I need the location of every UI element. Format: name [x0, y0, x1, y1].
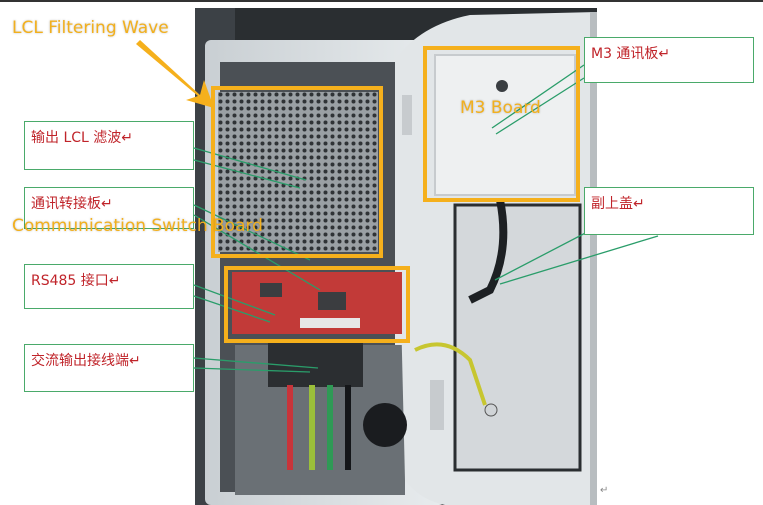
label-communication-switch-board: Communication Switch Board: [12, 216, 263, 236]
label-lcl-filtering-wave: LCL Filtering Wave: [12, 18, 169, 38]
hinge-bottom: [430, 380, 444, 430]
cable-gland: [363, 403, 407, 447]
line-m3-2: [495, 77, 585, 135]
m3-board-cover: [434, 54, 576, 196]
ground-wire: [414, 342, 487, 406]
callout-secondary-top-cover: 副上盖↵: [584, 187, 754, 235]
text-cursor-mark: ↵: [600, 485, 609, 496]
line-rs485-1: [193, 284, 276, 316]
line-rs485-2: [193, 295, 271, 323]
door-inner-panel: [453, 203, 582, 472]
callout-ac-output-terminal: 交流输出接线端↵: [24, 344, 194, 392]
line-m3-1: [491, 64, 585, 129]
pcb-connector: [300, 318, 360, 328]
lcl-arrow: [136, 40, 214, 108]
ground-lug: [484, 403, 498, 417]
callout-rs485-port: RS485 接口↵: [24, 264, 194, 309]
callout-output-lcl-filter: 输出 LCL 滤波↵: [24, 121, 194, 170]
ac-terminal-block: [268, 342, 363, 387]
connector-lines: [193, 64, 659, 373]
pcb-chip-1: [260, 283, 282, 297]
door-cable: [468, 199, 508, 304]
highlight-lcl-filter: [211, 86, 383, 258]
lcl-filter-cover: [218, 92, 378, 252]
door-edge: [590, 12, 597, 505]
highlight-boxes: [211, 46, 580, 343]
pcb-chip-2: [318, 292, 346, 310]
highlight-m3-board: [423, 46, 580, 202]
m3-board-hole: [496, 80, 508, 92]
callout-m3-comm-board: M3 通讯板↵: [584, 37, 754, 83]
line-ac-1: [193, 357, 319, 369]
highlight-comm-board: [224, 266, 410, 343]
label-m3-board: M3 Board: [460, 98, 541, 118]
hinge-top: [402, 95, 412, 135]
line-cover-1: [499, 235, 659, 285]
line-ac-2: [193, 367, 311, 373]
callout-comm-adapter-board: 通讯转接板↵: [24, 187, 194, 229]
top-rule: [0, 0, 763, 2]
